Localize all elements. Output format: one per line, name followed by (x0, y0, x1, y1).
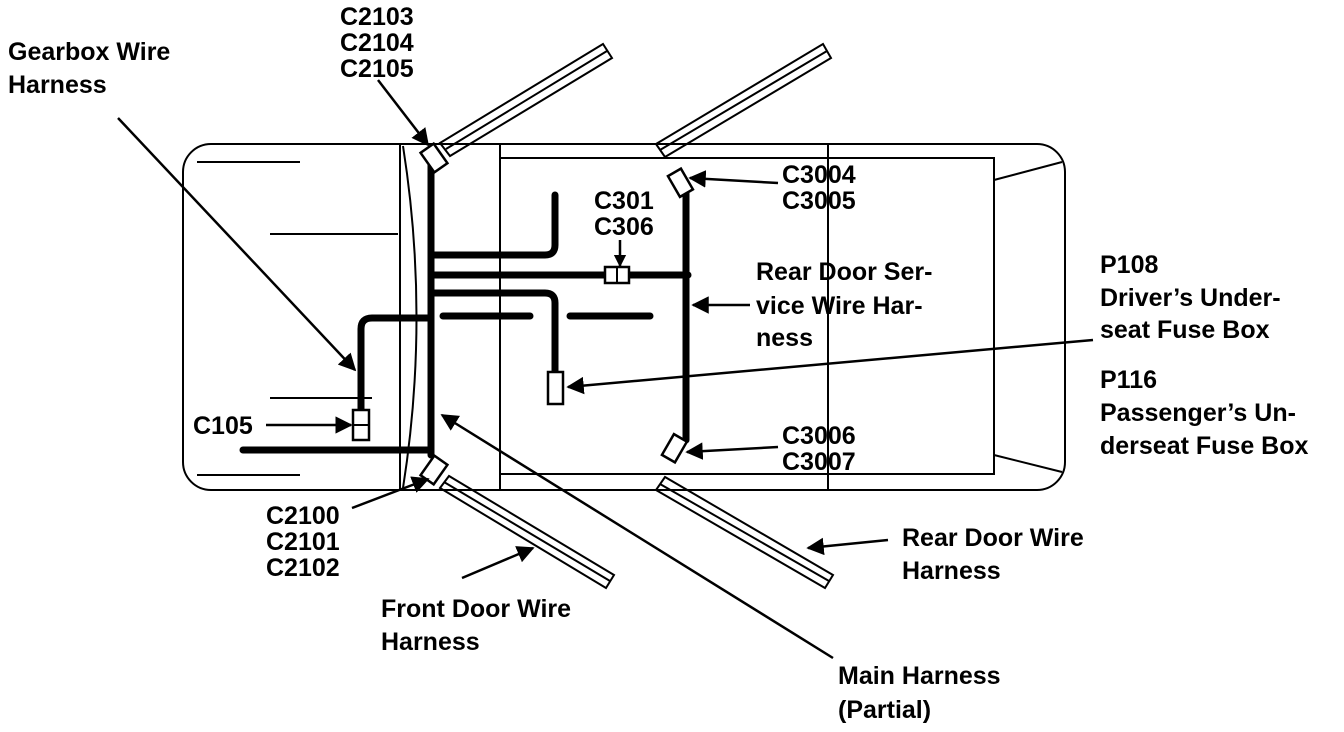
label-rear-door-service-harness: Rear Door Ser- vice Wire Har- ness (756, 258, 939, 352)
front-door-lower (438, 474, 616, 590)
label-rear-door-harness: Rear Door Wire Harness (902, 524, 1091, 585)
connector-p108 (546, 370, 565, 406)
label-main-harness: Main Harness (Partial) (838, 662, 1008, 724)
label-gearbox-harness: Gearbox Wire Harness (8, 38, 177, 99)
label-c301-c306: C301 C306 (594, 187, 661, 241)
connector-c3004 (666, 166, 695, 199)
connector-c2103 (418, 141, 450, 175)
leader-lines (117, 79, 1094, 660)
rear-door-lower (654, 475, 835, 590)
labels: Gearbox Wire Harness C2103 C2104 C2105 C… (8, 3, 1309, 724)
label-c3006-c3007: C3006 C3007 (782, 422, 863, 476)
label-c105: C105 (193, 412, 253, 440)
label-p116: P116 Passenger’s Un- derseat Fuse Box (1100, 366, 1309, 460)
label-front-lower-connectors: C2100 C2101 C2102 (266, 502, 347, 582)
front-door-upper (438, 42, 614, 158)
label-p108: P108 Driver’s Under- seat Fuse Box (1100, 251, 1288, 344)
connector-c3006 (660, 432, 689, 465)
label-front-door-harness: Front Door Wire Harness (381, 595, 578, 656)
main-harness-wiring (239, 156, 692, 459)
label-c3004-c3005: C3004 C3005 (782, 161, 863, 215)
connectors (351, 141, 695, 487)
rear-door-upper (654, 42, 833, 159)
label-front-upper-connectors: C2103 C2104 C2105 (340, 3, 421, 83)
